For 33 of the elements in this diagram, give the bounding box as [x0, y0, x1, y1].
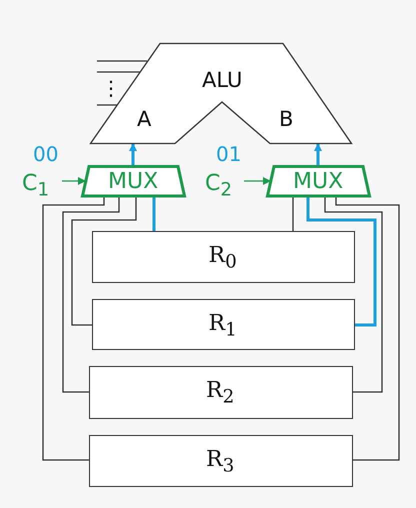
arrow — [62, 177, 86, 185]
input-line — [97, 71, 140, 73]
select-code: 00 — [33, 144, 58, 164]
wire — [152, 197, 156, 231]
wire — [62, 197, 120, 393]
register-label: R$_{0}$ — [208, 245, 237, 272]
multiplexer-label: MUX — [108, 171, 158, 193]
control-signal-label: C$_{1}$ — [22, 173, 50, 200]
wire — [292, 197, 294, 231]
arrow — [314, 143, 322, 165]
wire — [306, 197, 376, 326]
arrow — [129, 143, 137, 165]
select-code: 01 — [216, 144, 242, 164]
input-port-label: A — [137, 109, 152, 130]
wire — [71, 197, 137, 326]
input-line — [97, 104, 117, 106]
register-box — [89, 435, 353, 487]
unit-label: ALU — [202, 70, 242, 91]
wire — [335, 197, 400, 461]
control-signal-label: C$_{2}$ — [205, 173, 232, 200]
register-label: R$_{1}$ — [208, 313, 237, 340]
input-line — [97, 60, 147, 62]
wire — [42, 197, 105, 461]
wire — [324, 197, 383, 393]
register-label: R$_{3}$ — [206, 449, 234, 476]
register-box — [92, 299, 355, 350]
multiplexer-label: MUX — [293, 171, 344, 193]
register-box — [89, 366, 353, 419]
input-port-label: B — [279, 109, 294, 130]
register-box — [92, 231, 355, 283]
arrow — [244, 177, 271, 185]
ellipsis-mark: ⋮ — [101, 78, 121, 98]
register-label: R$_{2}$ — [206, 380, 234, 407]
